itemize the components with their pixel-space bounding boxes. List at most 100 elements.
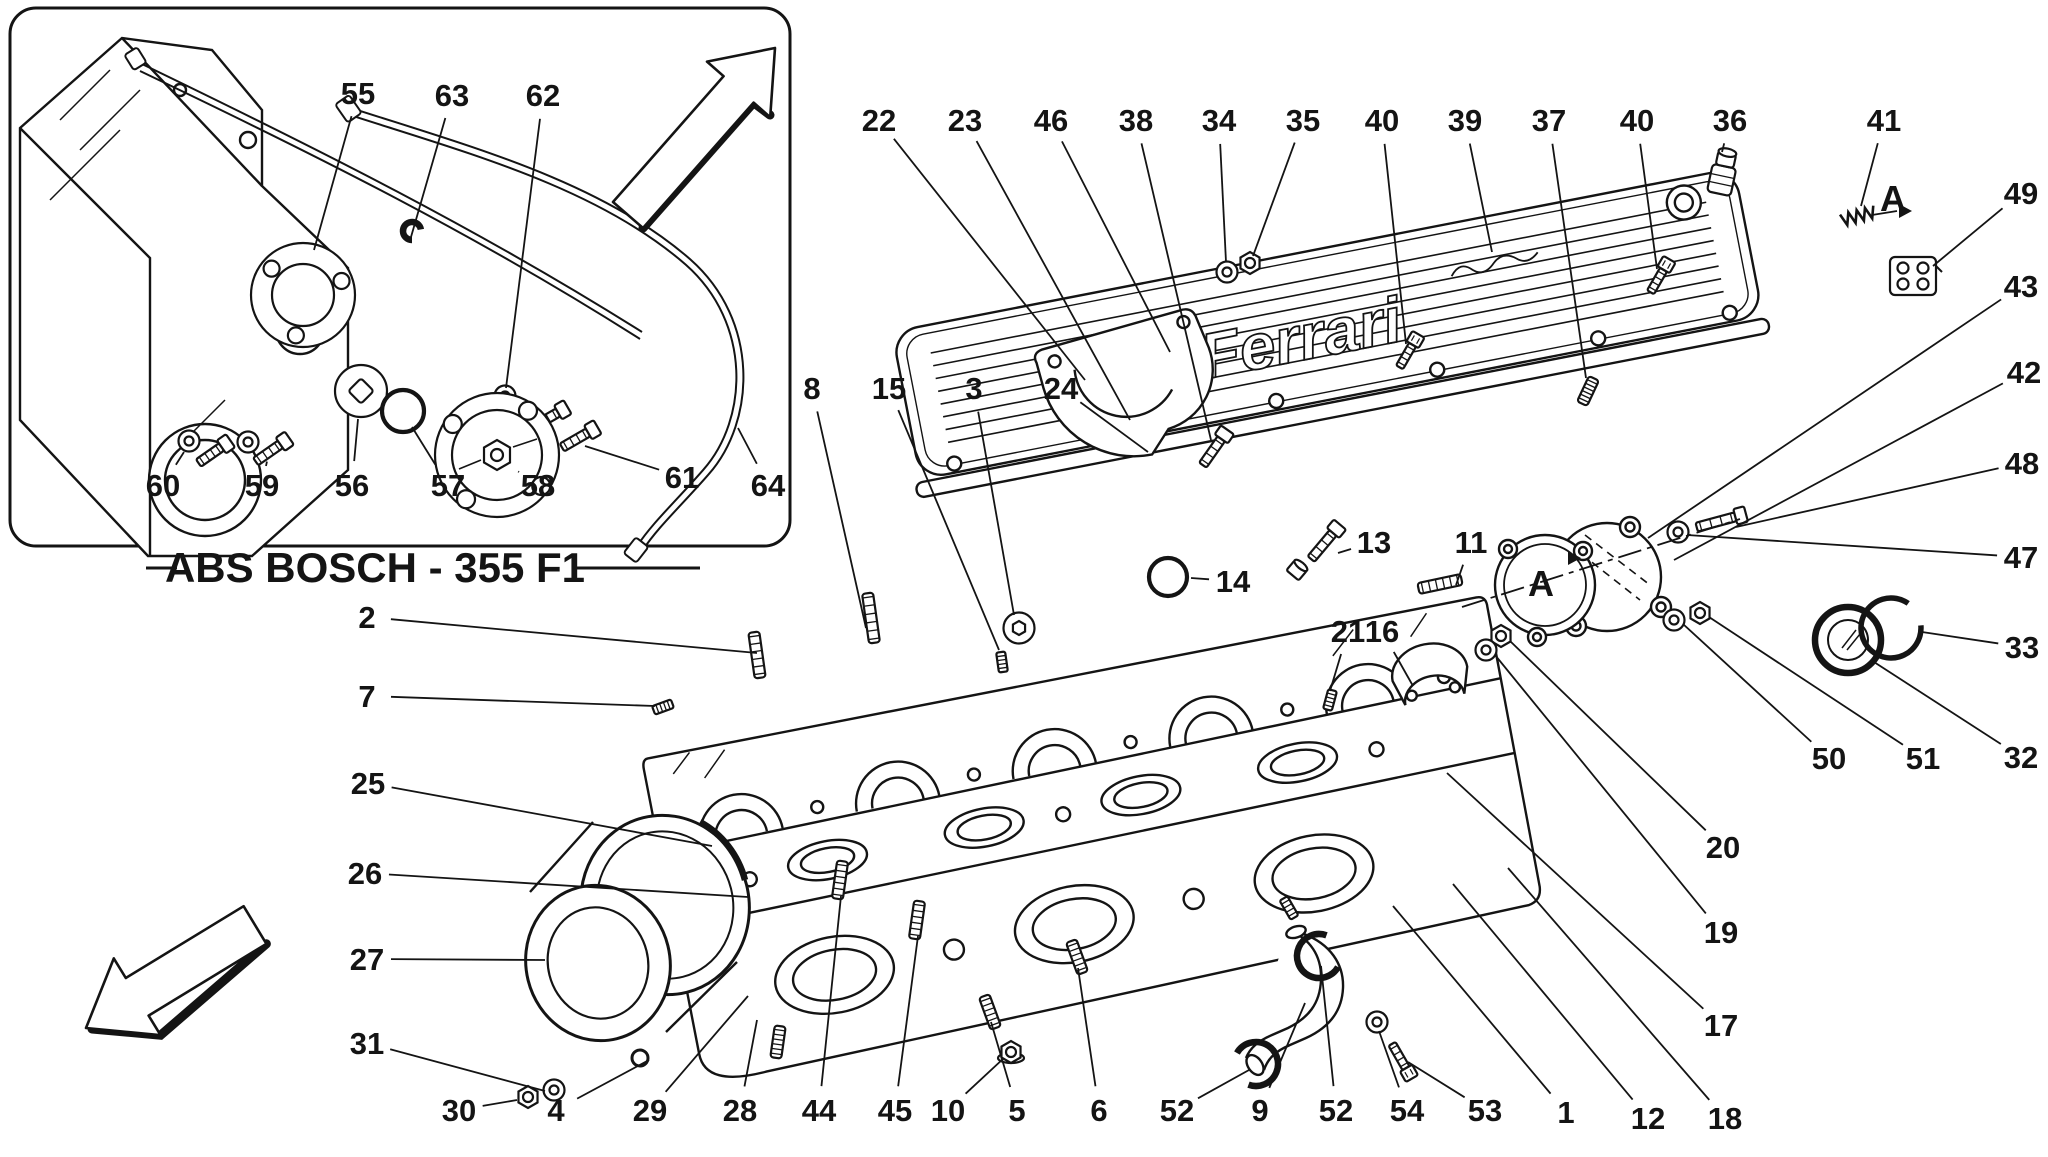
svg-text:57: 57 xyxy=(431,468,465,503)
svg-text:5: 5 xyxy=(1008,1093,1025,1128)
callout-62: 62 xyxy=(505,78,560,389)
callout-53: 53 xyxy=(1407,1061,1502,1128)
bolt-part-glyph xyxy=(559,419,602,452)
svg-text:40: 40 xyxy=(1620,103,1654,138)
svg-text:56: 56 xyxy=(335,468,369,503)
callout-5: 5 xyxy=(990,1021,1026,1128)
svg-text:6: 6 xyxy=(1090,1093,1107,1128)
callout-29: 29 xyxy=(633,995,749,1128)
svg-text:23: 23 xyxy=(948,103,982,138)
clip-part-glyph xyxy=(1234,1038,1282,1090)
stud-part-glyph xyxy=(978,993,1002,1031)
bolt-part-glyph xyxy=(195,433,236,468)
washer-part-glyph xyxy=(1365,1010,1389,1034)
svg-text:64: 64 xyxy=(751,468,786,503)
svg-text:34: 34 xyxy=(1202,103,1237,138)
direction-arrows xyxy=(84,46,777,1040)
nut-part-glyph xyxy=(1239,250,1261,276)
svg-text:62: 62 xyxy=(526,78,560,113)
svg-text:10: 10 xyxy=(931,1093,965,1128)
snap-part-glyph xyxy=(1858,595,1924,661)
callout-54: 54 xyxy=(1378,1030,1425,1128)
washer-part-glyph xyxy=(1474,638,1498,662)
svg-text:31: 31 xyxy=(350,1026,384,1061)
svg-text:2: 2 xyxy=(358,600,375,635)
grub-part-glyph xyxy=(995,650,1009,674)
callout-57: 57 xyxy=(411,426,465,503)
coupling-part-glyph xyxy=(333,363,389,419)
callout-24: 24 xyxy=(1044,371,1149,453)
direction-arrow-down-left xyxy=(84,904,271,1040)
callout-39: 39 xyxy=(1448,103,1493,253)
svg-text:11: 11 xyxy=(1455,525,1488,560)
svg-text:14: 14 xyxy=(1216,564,1251,599)
svg-text:19: 19 xyxy=(1704,915,1738,950)
svg-text:35: 35 xyxy=(1286,103,1320,138)
svg-text:50: 50 xyxy=(1812,741,1846,776)
callout-3: 3 xyxy=(965,371,1015,616)
callout-25: 25 xyxy=(351,766,713,847)
svg-text:48: 48 xyxy=(2005,446,2039,481)
plug-part-glyph xyxy=(1706,147,1738,197)
vacuum-hose-art xyxy=(335,95,745,563)
callout-48: 48 xyxy=(1735,446,2039,528)
svg-text:38: 38 xyxy=(1119,103,1153,138)
svg-text:15: 15 xyxy=(872,371,906,406)
vacuum-pipe-art xyxy=(124,47,643,340)
stud-part-glyph xyxy=(1416,573,1464,595)
svg-text:54: 54 xyxy=(1390,1093,1425,1128)
elbow-pipe-art xyxy=(1244,924,1345,1077)
callout-63: 63 xyxy=(410,78,469,238)
svg-text:17: 17 xyxy=(1704,1008,1738,1043)
hose-clamp-art xyxy=(698,819,749,881)
callout-1: 1 xyxy=(1392,905,1575,1130)
svg-text:12: 12 xyxy=(1631,1101,1665,1136)
callout-56: 56 xyxy=(335,418,369,503)
callout-16: 16 xyxy=(1365,614,1414,687)
callout-8: 8 xyxy=(803,371,867,629)
svg-text:A: A xyxy=(1528,563,1554,604)
stud-part-glyph xyxy=(747,630,767,680)
callout-4: 4 xyxy=(547,1059,650,1128)
svg-text:26: 26 xyxy=(348,856,382,891)
svg-text:42: 42 xyxy=(2007,355,2041,390)
callout-2: 2 xyxy=(358,600,758,654)
callout-38: 38 xyxy=(1119,103,1212,441)
callout-64: 64 xyxy=(737,427,786,503)
svg-text:18: 18 xyxy=(1708,1101,1742,1136)
stud-part-glyph xyxy=(908,899,926,941)
svg-text:13: 13 xyxy=(1357,525,1391,560)
stud-part-glyph xyxy=(861,591,881,645)
callout-61: 61 xyxy=(584,445,699,495)
screw-part-glyph xyxy=(1395,330,1425,370)
stud-part-glyph xyxy=(831,859,849,901)
spring-part-glyph xyxy=(1838,204,1875,229)
svg-text:52: 52 xyxy=(1160,1093,1194,1128)
nut-part-glyph xyxy=(517,1084,539,1110)
callout-14: 14 xyxy=(1190,564,1251,599)
callout-58: 58 xyxy=(517,468,555,503)
svg-text:3: 3 xyxy=(965,371,982,406)
callout-40: 40 xyxy=(1620,103,1658,270)
svg-text:44: 44 xyxy=(802,1093,837,1128)
svg-text:36: 36 xyxy=(1713,103,1747,138)
callout-45: 45 xyxy=(878,935,919,1128)
bush-part-glyph xyxy=(1286,558,1309,581)
svg-text:28: 28 xyxy=(723,1093,757,1128)
screw-part-glyph xyxy=(1646,255,1676,295)
callout-52: 52 xyxy=(1319,965,1353,1128)
bolt-part-glyph xyxy=(1198,424,1235,469)
screw-part-glyph xyxy=(1388,1041,1419,1083)
direction-arrow-up-right xyxy=(611,46,777,233)
svg-text:47: 47 xyxy=(2004,540,2038,575)
callout-9: 9 xyxy=(1251,1002,1306,1128)
svg-text:16: 16 xyxy=(1365,614,1399,649)
nut-part-glyph xyxy=(1689,600,1711,626)
clip-part-glyph xyxy=(399,218,425,244)
oring-part-glyph xyxy=(1146,555,1190,599)
inset-caption: ABS BOSCH - 355 F1 xyxy=(165,544,585,591)
svg-text:46: 46 xyxy=(1034,103,1068,138)
svg-text:21: 21 xyxy=(1331,614,1365,649)
